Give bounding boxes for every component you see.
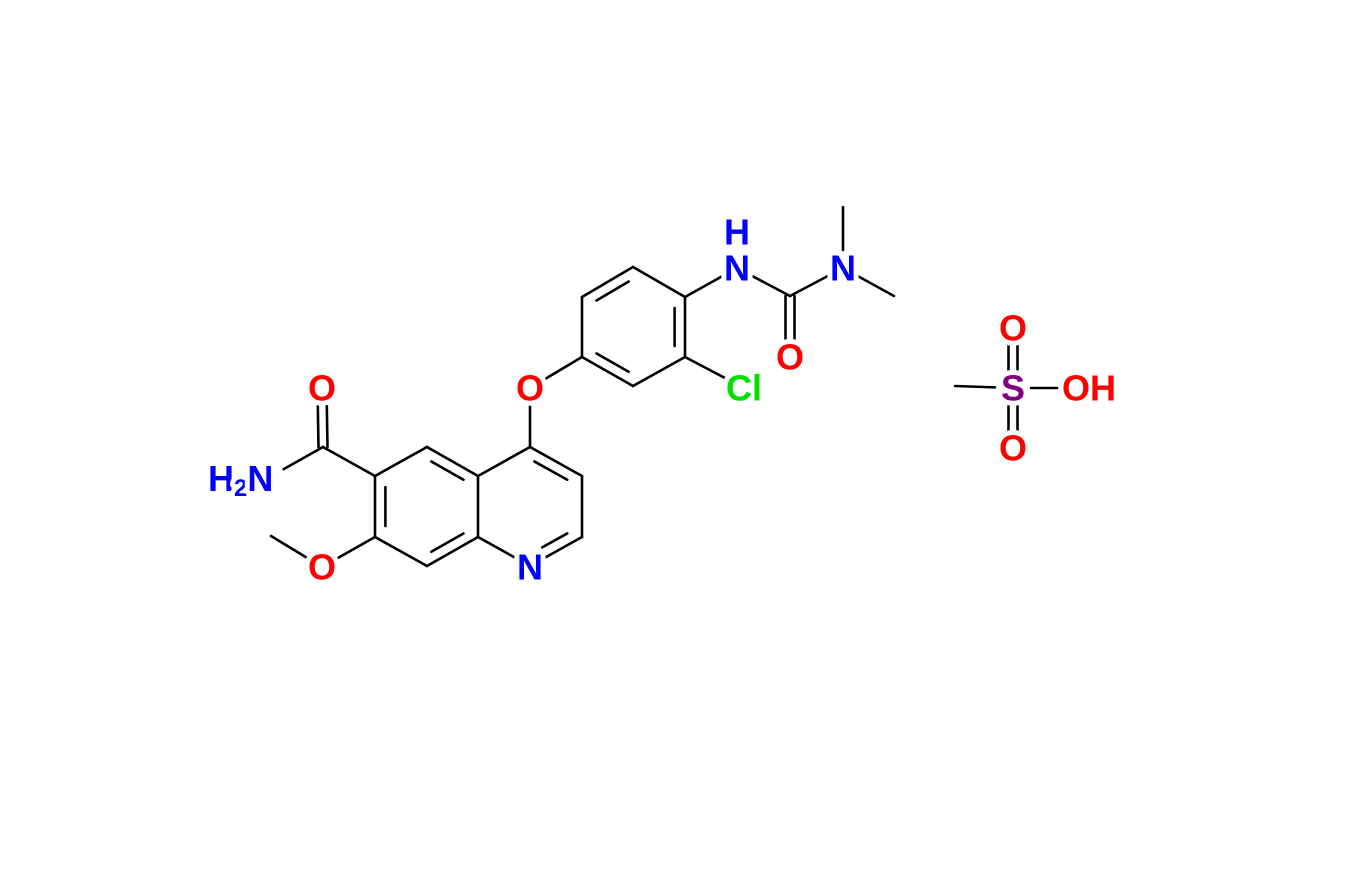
bond	[425, 445, 480, 478]
bond	[336, 535, 377, 560]
aromatic-inner-bond	[540, 532, 569, 549]
double-bond-line	[316, 404, 320, 449]
urea-dimethyl-n-label: N	[830, 248, 856, 289]
double-bond-line	[325, 404, 329, 449]
bond	[476, 445, 532, 478]
bond	[373, 535, 429, 568]
bond	[580, 265, 635, 299]
bond	[631, 265, 687, 299]
bond	[631, 355, 687, 388]
bond	[321, 445, 377, 478]
aromatic-inner-bond	[430, 460, 465, 482]
quinoline-nitrogen-label: N	[517, 547, 543, 588]
atom-labels: O H2N O N O Cl H N O N S O O OH	[203, 207, 1121, 593]
urea-nh-n-label: N	[724, 248, 750, 289]
bond	[425, 535, 480, 568]
aromatic-inner-bond	[595, 352, 630, 374]
bond	[476, 535, 516, 559]
bond	[683, 275, 723, 299]
methoxy-oxygen-label: O	[308, 547, 336, 588]
amide-nitrogen-label: H2N	[208, 458, 273, 502]
ether-oxygen-label: O	[516, 368, 544, 409]
sulfonyl-oxygen-top-label: O	[999, 308, 1027, 349]
bond	[857, 275, 896, 298]
bond	[683, 355, 730, 381]
sulfonyl-oxygen-bottom-label: O	[999, 428, 1027, 469]
bond	[544, 355, 584, 381]
bond	[269, 534, 308, 559]
aromatic-inner-bond	[595, 280, 630, 302]
hydroxyl-label: OH	[1062, 368, 1116, 409]
bond	[282, 445, 325, 471]
urea-nh-h-label: H	[724, 212, 750, 253]
aromatic-inner-bond	[430, 532, 465, 554]
bond	[788, 275, 829, 298]
sulfur-label: S	[1001, 368, 1025, 409]
bond	[751, 275, 792, 298]
chlorine-label: Cl	[726, 368, 762, 409]
bond	[580, 355, 635, 388]
amide-h-count: 2	[234, 475, 247, 502]
bonds	[269, 205, 1059, 568]
bond	[528, 445, 584, 478]
bond	[953, 384, 997, 389]
amide-h-label: H	[208, 458, 234, 499]
bond	[373, 445, 429, 478]
aromatic-inner-bond	[533, 460, 569, 482]
amide-oxygen-label: O	[308, 368, 336, 409]
urea-oxygen-label: O	[776, 337, 804, 378]
amide-n-label: N	[247, 458, 273, 499]
bond	[544, 535, 584, 559]
